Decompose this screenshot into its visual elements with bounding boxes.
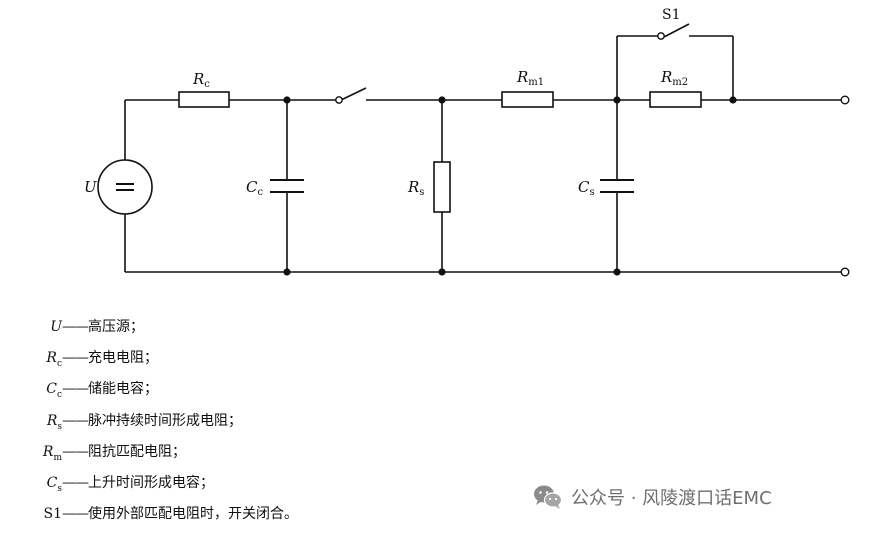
legend-dash: —— — [62, 412, 89, 429]
legend-dash: —— — [62, 474, 89, 491]
legend: U——高压源； Rc——充电电阻； Cc——储能电容； Rs——脉冲持续时间形成… — [10, 312, 298, 530]
label-u: U — [84, 178, 98, 196]
resistor-rm2 — [649, 91, 702, 108]
label-rc: Rc — [192, 70, 210, 90]
watermark-text: 公众号 · 风陵渡口话EMC — [571, 488, 772, 509]
legend-row-rm: Rm——阻抗匹配电阻； — [10, 437, 298, 468]
legend-dash: —— — [62, 443, 89, 460]
legend-row-u: U——高压源； — [10, 312, 298, 343]
legend-symbol: Rm — [42, 443, 62, 463]
resistor-rm1 — [501, 91, 554, 108]
legend-symbol: Cs — [46, 474, 62, 494]
junction-dot-cs-bottom — [613, 268, 621, 276]
legend-row-s1: S1——使用外部匹配电阻时，开关闭合。 — [10, 499, 299, 530]
junction-dot-cc-top — [283, 96, 291, 104]
legend-symbol: U — [50, 319, 62, 335]
junction-dot-rs-top — [438, 96, 446, 104]
watermark: 公众号 · 风陵渡口话EMC — [533, 484, 772, 510]
label-cs: Cs — [578, 178, 595, 198]
legend-description: 高压源； — [88, 319, 144, 335]
switch-s1-contact — [657, 32, 665, 40]
legend-symbol: Rc — [46, 350, 62, 369]
legend-description: 充电电阻； — [88, 350, 158, 367]
junction-dot-cs-top — [613, 96, 621, 104]
legend-dash: —— — [62, 381, 89, 398]
legend-symbol: Rs — [46, 412, 62, 432]
voltage-source-u — [97, 159, 153, 215]
label-rs: Rs — [407, 178, 424, 198]
legend-row-cs: Cs——上升时间形成电容； — [10, 468, 298, 499]
junction-dot-s1-right — [729, 96, 737, 104]
label-cc: Cc — [246, 178, 263, 198]
circuit-diagram: Rc U Cc Rs Rm1 Rm2 Cs S1 — [84, 7, 850, 277]
legend-row-rc: Rc——充电电阻； — [10, 343, 298, 374]
switch-s1-blade — [663, 23, 690, 38]
legend-dash: —— — [62, 506, 89, 523]
legend-row-rs: Rs——脉冲持续时间形成电阻； — [10, 406, 298, 437]
legend-description: 脉冲持续时间形成电阻； — [88, 412, 242, 429]
label-s1: S1 — [662, 7, 681, 23]
legend-dash: —— — [62, 319, 89, 335]
switch-main-contact — [335, 96, 343, 104]
junction-dot-cc-bottom — [283, 268, 291, 276]
output-terminal-top — [840, 95, 850, 105]
legend-symbol: S1 — [43, 506, 63, 523]
legend-dash: —— — [62, 350, 89, 367]
legend-description: 上升时间形成电容； — [88, 474, 214, 491]
junction-dot-rs-bottom — [438, 268, 446, 276]
resistor-rs — [433, 161, 451, 213]
legend-symbol: Cc — [46, 381, 62, 401]
switch-main-blade — [338, 87, 367, 102]
resistor-rc — [178, 91, 230, 108]
label-rm2: Rm2 — [660, 68, 688, 88]
wechat-icon — [534, 485, 563, 509]
label-rm1: Rm1 — [516, 68, 544, 88]
legend-description: 阻抗匹配电阻； — [88, 443, 186, 460]
legend-row-cc: Cc——储能电容； — [10, 374, 298, 405]
legend-description: 储能电容； — [88, 381, 158, 398]
legend-description: 使用外部匹配电阻时，开关闭合。 — [88, 506, 298, 523]
output-terminal-bottom — [840, 267, 850, 277]
